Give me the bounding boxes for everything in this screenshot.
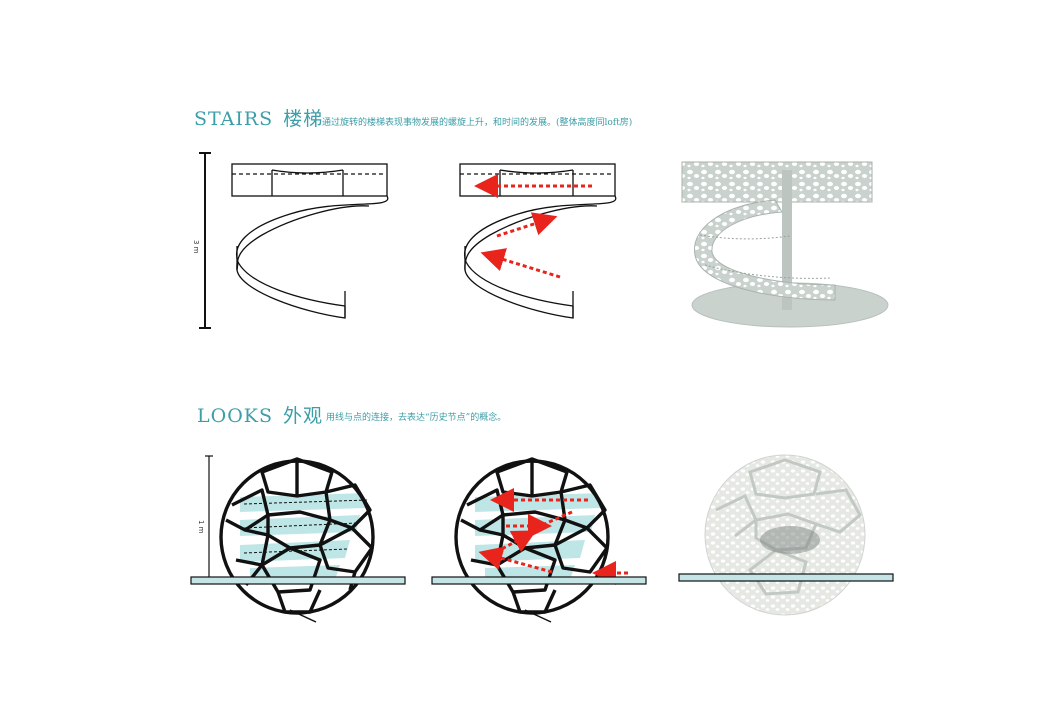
stairs-height-label: 3 m (192, 240, 200, 254)
stairs-sketch-plain (231, 163, 389, 319)
stairs-title: STAIRS 楼梯 (194, 104, 323, 131)
looks-note: 用线与点的连接，去表达“历史节点”的概念。 (326, 413, 507, 423)
looks-title: LOOKS 外观 (197, 401, 323, 428)
sphere-base-plate (190, 576, 406, 585)
sphere-base-plate (678, 573, 894, 582)
looks-title-en: LOOKS (197, 405, 273, 427)
stairs-flow-arrows (474, 174, 592, 279)
looks-height-label: 1 m (197, 520, 205, 534)
stairs-height-dimension: 3 m (192, 152, 211, 329)
sphere-sketch-plain (190, 457, 406, 623)
looks-height-dimension: 1 m (197, 455, 213, 579)
sphere-flow-arrows (478, 488, 628, 585)
sphere-base-plate (431, 576, 647, 585)
stairs-sketch-arrows (459, 163, 617, 319)
stairs-title-en: STAIRS (194, 108, 274, 130)
stairs-title-cn: 楼梯 (283, 108, 324, 130)
stairs-note: 通过旋转的楼梯表现事物发展的螺旋上升，和时间的发展。(整体高度同loft房) (322, 118, 633, 128)
looks-title-cn: 外观 (282, 405, 323, 427)
stairs-render (681, 161, 889, 328)
sphere-sketch-arrows (431, 457, 647, 623)
sphere-render (678, 454, 894, 616)
